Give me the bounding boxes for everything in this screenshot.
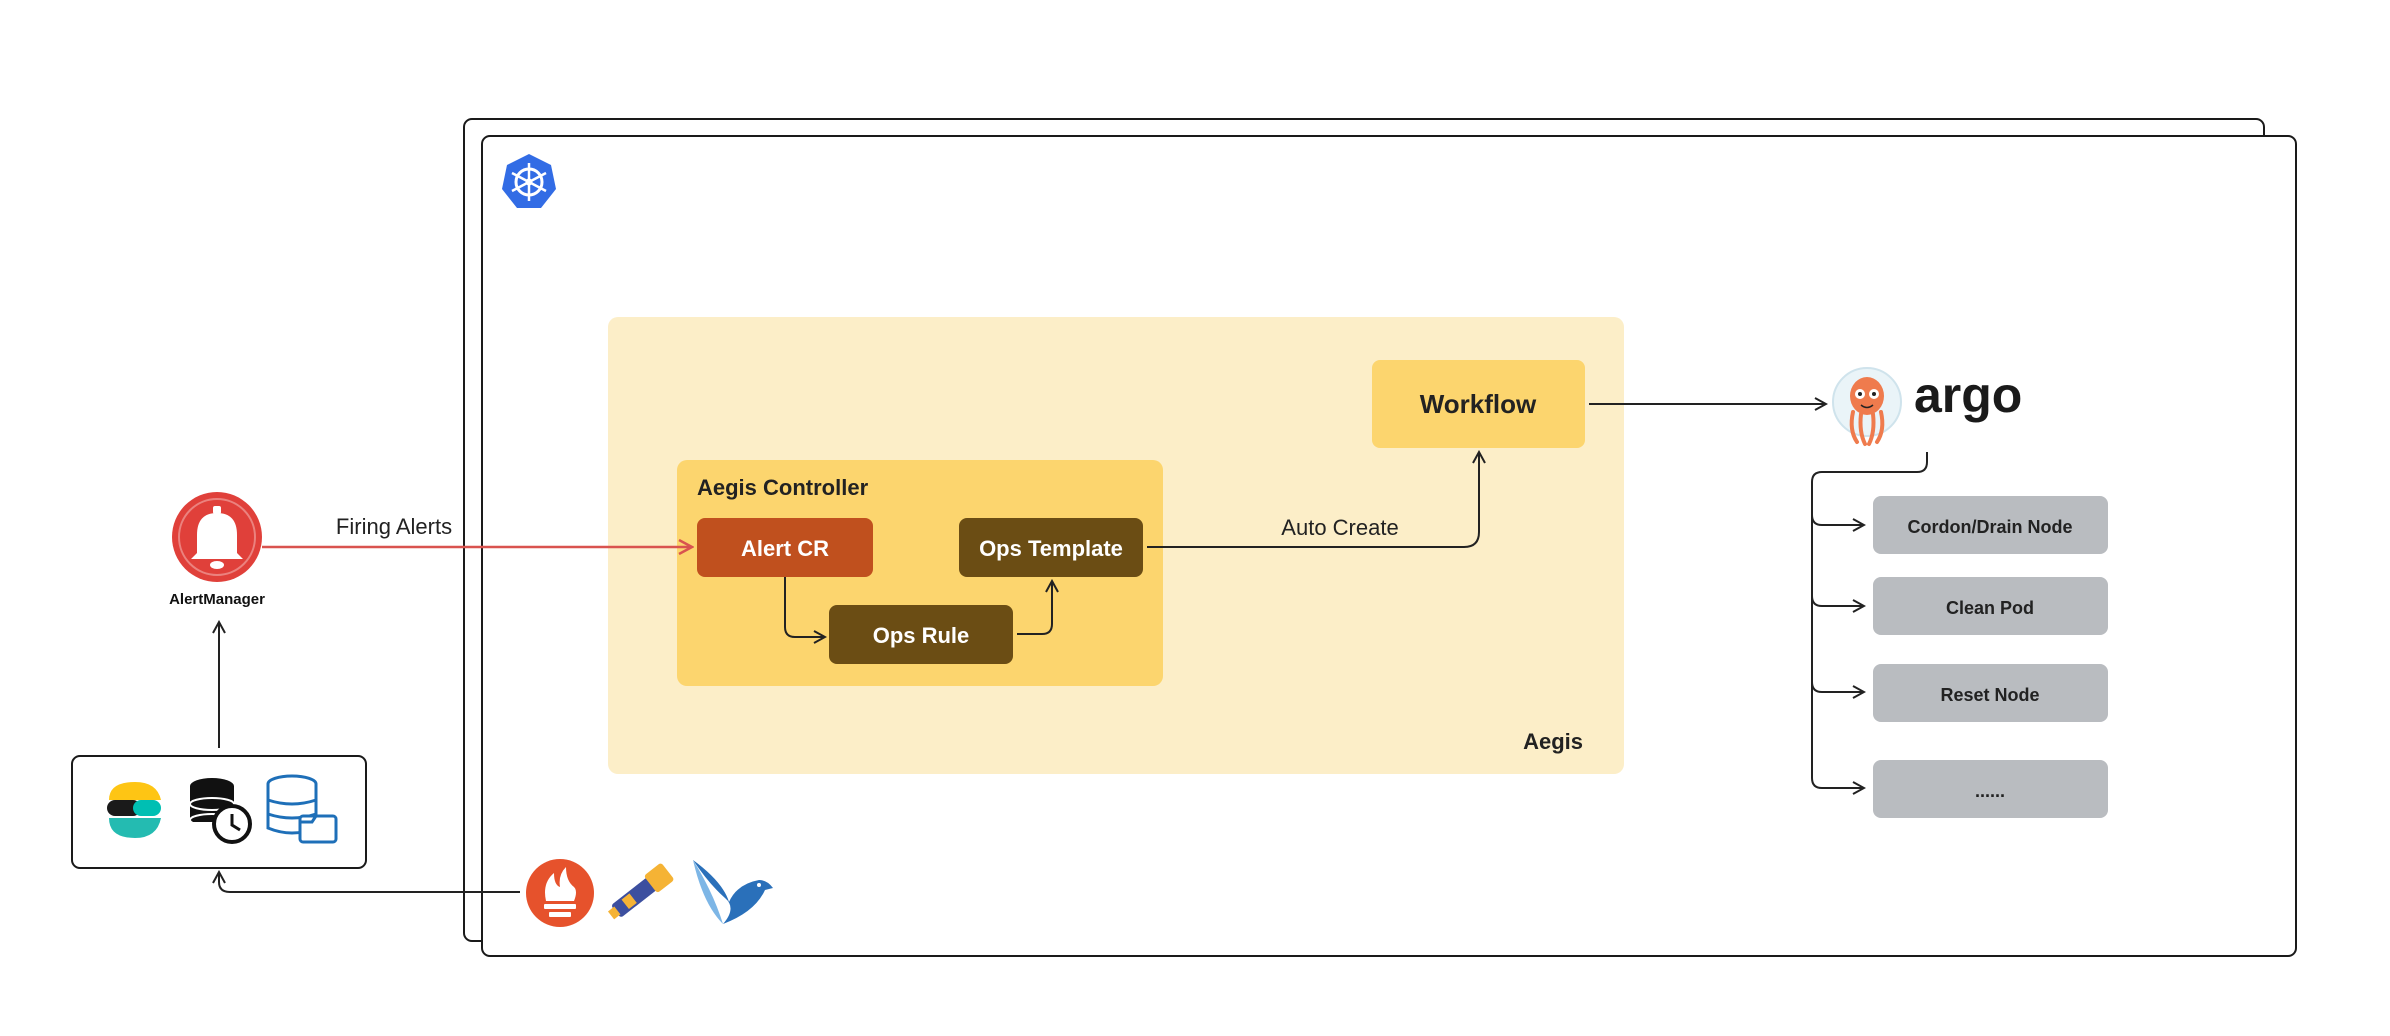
ops-rule-label: Ops Rule xyxy=(873,623,970,648)
arrow-collectors-to-datasources xyxy=(219,872,520,893)
alert-cr-label: Alert CR xyxy=(741,536,829,561)
aegis-controller-label: Aegis Controller xyxy=(697,475,869,500)
branch-arrow-4 xyxy=(1811,777,1864,788)
argo-octopus-icon xyxy=(1832,367,1902,446)
branch-arrow-3 xyxy=(1811,681,1864,692)
telescope-icon xyxy=(607,863,674,920)
arrow-auto-create xyxy=(1147,452,1479,548)
action-label-reset-node: Reset Node xyxy=(1940,685,2039,705)
kubernetes-icon xyxy=(502,154,556,208)
workflow-box[interactable] xyxy=(1372,360,1585,448)
fluentd-bird-icon xyxy=(693,860,773,924)
action-box-more[interactable] xyxy=(1873,760,2108,818)
action-box-cordon-drain-node[interactable] xyxy=(1873,496,2108,554)
prometheus-icon xyxy=(526,859,594,927)
alertmanager-label: AlertManager xyxy=(169,591,265,608)
action-box-clean-pod[interactable] xyxy=(1873,577,2108,635)
alert-cr-box[interactable] xyxy=(697,518,873,577)
auto-create-label: Auto Create xyxy=(1281,515,1398,540)
action-label-clean-pod: Clean Pod xyxy=(1946,598,2034,618)
arrow-alert-cr-to-ops-rule xyxy=(784,577,825,637)
firing-alerts-label: Firing Alerts xyxy=(336,514,452,539)
workflow-label: Workflow xyxy=(1420,389,1537,419)
argo-tree-trunk xyxy=(1811,452,1928,778)
arrow-ops-rule-to-ops-template xyxy=(1017,581,1052,635)
branch-arrow-1 xyxy=(1811,514,1864,525)
action-label-cordon-drain-node: Cordon/Drain Node xyxy=(1908,517,2073,537)
alertmanager-bell-icon xyxy=(172,492,262,582)
action-label-more: ...... xyxy=(1975,781,2005,801)
ops-template-box[interactable] xyxy=(959,518,1143,577)
database-folder-icon xyxy=(266,774,338,844)
aegis-label: Aegis xyxy=(1523,729,1583,754)
ops-rule-box[interactable] xyxy=(829,605,1013,664)
elastic-icon xyxy=(107,782,161,838)
ops-template-label: Ops Template xyxy=(979,536,1123,561)
timeseries-db-icon xyxy=(189,778,252,844)
argo-wordmark: argo xyxy=(1914,367,2022,423)
action-box-reset-node[interactable] xyxy=(1873,664,2108,722)
aegis-controller-box xyxy=(677,460,1163,686)
branch-arrow-2 xyxy=(1811,595,1864,606)
